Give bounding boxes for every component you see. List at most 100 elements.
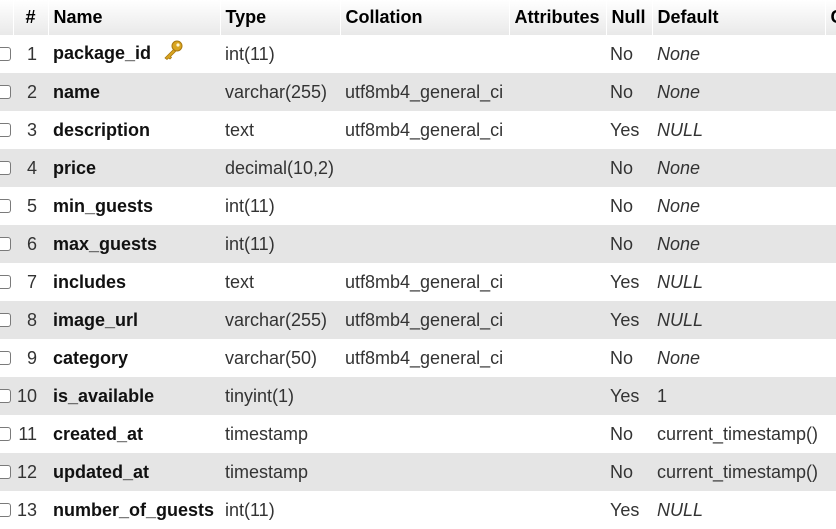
header-null[interactable]: Null <box>606 0 653 35</box>
column-name: package_id <box>53 43 152 64</box>
column-default: None <box>657 81 701 102</box>
row-select-cell <box>0 301 13 339</box>
column-attributes <box>509 149 606 187</box>
row-select-cell <box>0 73 13 111</box>
row-checkbox[interactable] <box>0 236 11 251</box>
row-select-cell <box>0 415 13 453</box>
row-number: 1 <box>26 43 37 64</box>
column-name: number_of_guests <box>53 499 215 520</box>
column-extra <box>825 187 836 225</box>
column-extra <box>825 301 836 339</box>
header-name[interactable]: Name <box>48 0 221 35</box>
column-type: varchar(255) <box>225 81 328 102</box>
column-name: updated_at <box>53 461 150 482</box>
column-name: min_guests <box>53 195 154 216</box>
column-default: NULL <box>657 271 704 292</box>
row-checkbox[interactable] <box>0 84 11 99</box>
column-collation <box>340 35 509 73</box>
header-num[interactable]: # <box>13 0 49 35</box>
column-extra <box>825 491 836 529</box>
header-attributes[interactable]: Attributes <box>509 0 607 35</box>
row-checkbox[interactable] <box>0 160 11 175</box>
column-name: created_at <box>53 423 144 444</box>
row-checkbox[interactable] <box>0 312 11 327</box>
column-extra <box>825 35 836 73</box>
column-default: None <box>657 347 701 368</box>
row-name-cell: image_url <box>48 301 220 339</box>
row-checkbox[interactable] <box>0 46 11 61</box>
header-comments[interactable]: C <box>825 0 836 35</box>
column-collation: utf8mb4_general_ci <box>345 81 504 102</box>
table-row: 2 name varchar(255) utf8mb4_general_ci N… <box>0 73 836 111</box>
column-name: price <box>53 157 97 178</box>
column-type: int(11) <box>225 43 275 64</box>
row-number: 10 <box>16 385 37 406</box>
header-default[interactable]: Default <box>652 0 826 35</box>
row-name-cell: max_guests <box>48 225 220 263</box>
column-null: No <box>610 233 634 254</box>
column-name: max_guests <box>53 233 158 254</box>
key-icon <box>162 40 184 65</box>
column-type: decimal(10,2) <box>225 157 335 178</box>
table-row: 11 created_at timestamp No current_times… <box>0 415 836 453</box>
column-default: NULL <box>657 119 704 140</box>
column-extra <box>825 73 836 111</box>
column-attributes <box>509 263 606 301</box>
column-extra <box>825 339 836 377</box>
row-name-cell: created_at <box>48 415 220 453</box>
table-row: 8 image_url varchar(255) utf8mb4_general… <box>0 301 836 339</box>
column-collation <box>340 187 509 225</box>
column-attributes <box>509 187 606 225</box>
column-type: varchar(255) <box>225 309 328 330</box>
row-name-cell: package_id <box>48 35 220 73</box>
row-checkbox[interactable] <box>0 274 11 289</box>
table-row: 3 description text utf8mb4_general_ci Ye… <box>0 111 836 149</box>
header-check <box>0 0 14 35</box>
column-name: category <box>53 347 129 368</box>
column-collation: utf8mb4_general_ci <box>345 119 504 140</box>
row-name-cell: updated_at <box>48 453 220 491</box>
column-null: Yes <box>610 309 640 330</box>
row-select-cell <box>0 491 13 529</box>
column-default: 1 <box>657 385 668 406</box>
row-checkbox[interactable] <box>0 502 11 517</box>
column-null: No <box>610 195 634 216</box>
table-row: 4 price decimal(10,2) No None <box>0 149 836 187</box>
row-number: 5 <box>26 195 37 216</box>
table-row: 5 min_guests int(11) No None <box>0 187 836 225</box>
table-row: 13 number_of_guests int(11) Yes NULL <box>0 491 836 529</box>
column-collation: utf8mb4_general_ci <box>345 309 504 330</box>
column-collation: utf8mb4_general_ci <box>345 271 504 292</box>
column-null: No <box>610 157 634 178</box>
table-row: 10 is_available tinyint(1) Yes 1 <box>0 377 836 415</box>
column-extra <box>825 377 836 415</box>
column-type: timestamp <box>225 461 309 482</box>
column-name: includes <box>53 271 127 292</box>
row-select-cell <box>0 35 13 73</box>
header-type[interactable]: Type <box>220 0 341 35</box>
column-name: image_url <box>53 309 139 330</box>
row-checkbox[interactable] <box>0 122 11 137</box>
column-collation <box>340 149 509 187</box>
row-checkbox[interactable] <box>0 464 11 479</box>
column-default: None <box>657 233 701 254</box>
column-name: name <box>53 81 101 102</box>
table-row: 1 package_id int(11) No None <box>0 35 836 73</box>
table-header: # Name Type Collation Attributes Null De… <box>0 0 836 35</box>
row-number: 6 <box>26 233 37 254</box>
row-number: 4 <box>26 157 37 178</box>
row-checkbox[interactable] <box>0 350 11 365</box>
row-checkbox[interactable] <box>0 198 11 213</box>
column-type: varchar(50) <box>225 347 318 368</box>
column-attributes <box>509 301 606 339</box>
row-checkbox[interactable] <box>0 388 11 403</box>
row-checkbox[interactable] <box>0 426 11 441</box>
column-type: int(11) <box>225 233 275 254</box>
table-row: 12 updated_at timestamp No current_times… <box>0 453 836 491</box>
row-name-cell: category <box>48 339 220 377</box>
row-name-cell: min_guests <box>48 187 220 225</box>
header-collation[interactable]: Collation <box>340 0 510 35</box>
table-row: 7 includes text utf8mb4_general_ci Yes N… <box>0 263 836 301</box>
row-number: 9 <box>26 347 37 368</box>
